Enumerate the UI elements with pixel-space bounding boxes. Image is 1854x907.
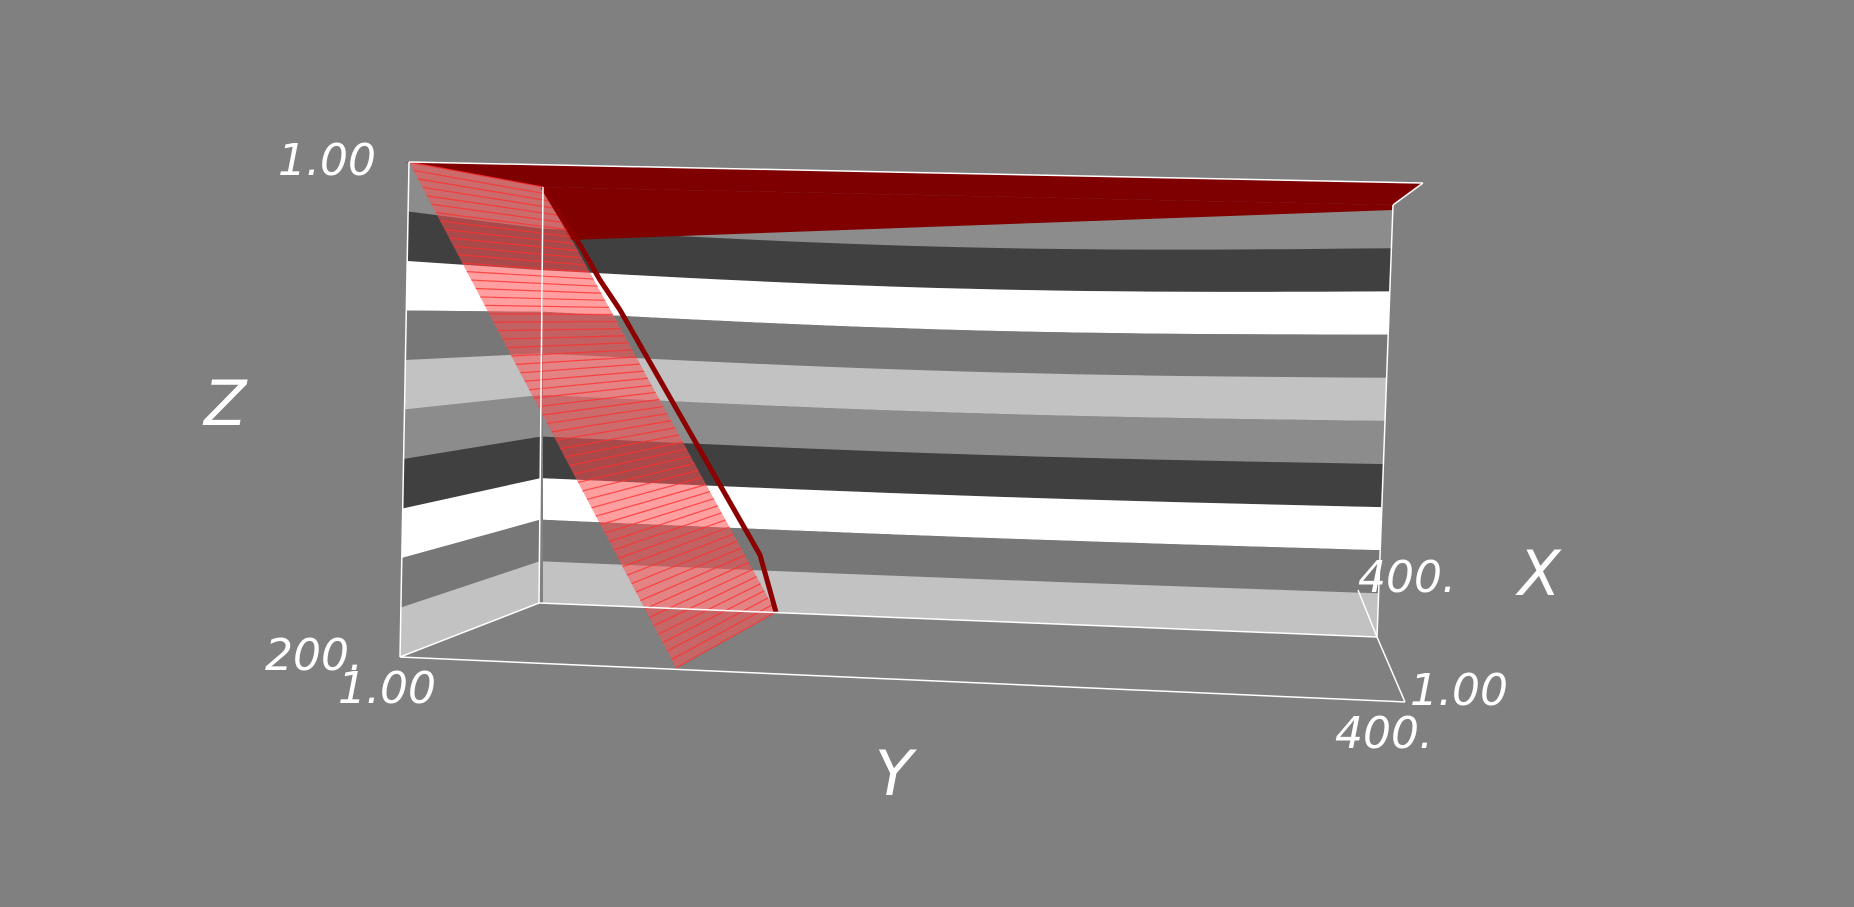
- z-axis-tick-bottom: 200.: [265, 630, 363, 681]
- layer-band-side: [403, 395, 541, 459]
- fault-hatch-line: [462, 262, 590, 273]
- fault-hatch-line: [622, 526, 730, 568]
- layer-band-side: [404, 353, 542, 410]
- fault-hatch-line: [649, 568, 753, 618]
- fault-hatch-line: [573, 448, 687, 475]
- fault-hatch-line: [613, 512, 722, 551]
- bounding-box: [399, 161, 1424, 703]
- z-axis-label: Z: [202, 367, 248, 440]
- fault-hatch-line: [435, 212, 567, 231]
- fault-hatch-line: [440, 220, 571, 238]
- layer-band-side: [402, 436, 541, 509]
- fault-hatch-line: [489, 313, 613, 316]
- fault-hatch-line: [471, 279, 598, 287]
- fault-hatch-line: [609, 505, 718, 543]
- fault-hatch-line: [448, 237, 579, 252]
- fault-hatch-line: [529, 377, 648, 391]
- fault-hatch-line: [631, 540, 738, 585]
- y-axis-tick-end: 400.: [1335, 708, 1433, 759]
- fault-hatch-line: [515, 356, 637, 365]
- fault-hatch-line: [662, 590, 765, 644]
- fault-surface: [408, 161, 779, 669]
- fault-hatch-line: [635, 547, 742, 593]
- fault-hatch-line: [666, 597, 769, 652]
- fault-hatch-line: [497, 328, 621, 332]
- fault-hatch-line: [520, 363, 641, 374]
- fault-hatch-line: [604, 498, 715, 534]
- fault-hatch-line: [600, 491, 711, 526]
- fault-edge: [540, 185, 779, 613]
- fault-hatch-line: [413, 169, 547, 195]
- fault-hatch-line: [431, 203, 563, 224]
- fault-hatch-line: [493, 320, 617, 323]
- fault-hatch-line: [617, 519, 726, 559]
- fault-hatch-line: [569, 441, 683, 467]
- fault-hatch-line: [586, 469, 699, 500]
- x-axis-tick-far: 400.: [1358, 552, 1456, 603]
- fault-hatch-line: [577, 455, 691, 484]
- fault-hatch-line: [591, 476, 703, 509]
- fault-hatch-line: [555, 420, 672, 441]
- x-axis-tick-near: 1.00: [1410, 665, 1508, 716]
- y-axis-tick-start: 1.00: [338, 663, 436, 714]
- fault-hatch-line: [653, 576, 757, 627]
- fault-hatch-line: [484, 304, 610, 309]
- fault-hatch-line: [671, 604, 773, 661]
- layer-band: [543, 436, 1393, 508]
- fault-hatch-line: [524, 370, 645, 382]
- top-horizon-plane: [405, 162, 1423, 205]
- fault-hatch-line: [511, 349, 633, 357]
- fault-hatch-line: [475, 287, 602, 294]
- fault-hatch-line: [444, 228, 575, 245]
- top-horizon-underside: [543, 187, 1393, 240]
- fault-hatch-line: [453, 245, 582, 259]
- x-axis-label: X: [1515, 537, 1562, 610]
- fault-hatch-line: [675, 611, 777, 669]
- fault-hatch-line: [457, 254, 586, 266]
- fault-hatch-line: [582, 462, 695, 492]
- fault-hatch-line: [537, 391, 656, 408]
- layer-band-side: [400, 519, 540, 608]
- fault-hatch-line: [564, 434, 680, 458]
- fault-hatching: [408, 161, 777, 669]
- fault-hatch-line: [542, 398, 660, 416]
- fault-hatch-line: [644, 561, 750, 610]
- layer-band: [543, 519, 1393, 594]
- z-axis-tick-top: 1.00: [278, 135, 376, 186]
- fault-hatch-line: [626, 533, 734, 576]
- layer-band: [543, 395, 1393, 465]
- fault-hatch-line: [466, 271, 594, 280]
- layer-band: [543, 270, 1393, 335]
- fault-hatch-line: [560, 427, 676, 450]
- layer-band-side: [400, 561, 540, 657]
- fault-hatch-line: [546, 405, 664, 425]
- fault-hatch-line: [408, 161, 544, 188]
- layer-band: [543, 228, 1393, 292]
- fault-hatch-line: [426, 195, 559, 216]
- fault-hatch-line: [422, 186, 555, 209]
- fault-hatch-line: [551, 413, 668, 433]
- fault-hatch-line: [533, 384, 652, 399]
- fault-hatch-line: [640, 554, 746, 602]
- fault-hatch-line: [417, 178, 551, 202]
- fault-hatch-line: [502, 335, 625, 340]
- fault-hatch-line: [657, 583, 761, 635]
- fault-hatch-line: [595, 483, 707, 517]
- fault-plane: [409, 162, 776, 668]
- y-axis-label: Y: [875, 737, 917, 810]
- layer-band: [543, 311, 1393, 378]
- layer-band-side: [401, 478, 541, 558]
- layer-band: [543, 478, 1393, 551]
- fault-hatch-line: [506, 342, 629, 349]
- layer-band: [543, 353, 1393, 421]
